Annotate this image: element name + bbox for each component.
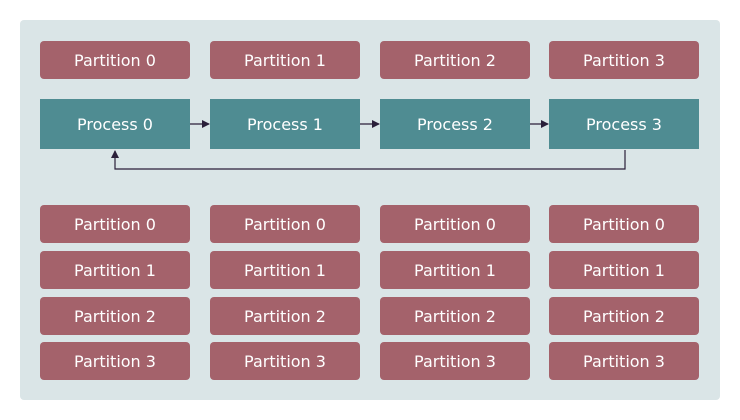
- process-1: Process 1: [210, 99, 360, 149]
- grid-partition-c0-r1: Partition 1: [40, 251, 190, 289]
- process-3: Process 3: [549, 99, 699, 149]
- grid-partition-c0-r3: Partition 3: [40, 342, 190, 380]
- grid-partition-c2-r1: Partition 1: [380, 251, 530, 289]
- grid-partition-c3-r2: Partition 2: [549, 297, 699, 335]
- top-partition-1: Partition 1: [210, 41, 360, 79]
- grid-partition-c3-r3: Partition 3: [549, 342, 699, 380]
- grid-partition-c2-r0: Partition 0: [380, 205, 530, 243]
- grid-partition-c0-r0: Partition 0: [40, 205, 190, 243]
- grid-partition-c1-r2: Partition 2: [210, 297, 360, 335]
- process-0: Process 0: [40, 99, 190, 149]
- grid-partition-c2-r3: Partition 3: [380, 342, 530, 380]
- grid-partition-c1-r1: Partition 1: [210, 251, 360, 289]
- grid-partition-c3-r0: Partition 0: [549, 205, 699, 243]
- grid-partition-c0-r2: Partition 2: [40, 297, 190, 335]
- grid-partition-c2-r2: Partition 2: [380, 297, 530, 335]
- grid-partition-c1-r0: Partition 0: [210, 205, 360, 243]
- grid-partition-c1-r3: Partition 3: [210, 342, 360, 380]
- top-partition-0: Partition 0: [40, 41, 190, 79]
- top-partition-2: Partition 2: [380, 41, 530, 79]
- top-partition-3: Partition 3: [549, 41, 699, 79]
- process-2: Process 2: [380, 99, 530, 149]
- grid-partition-c3-r1: Partition 1: [549, 251, 699, 289]
